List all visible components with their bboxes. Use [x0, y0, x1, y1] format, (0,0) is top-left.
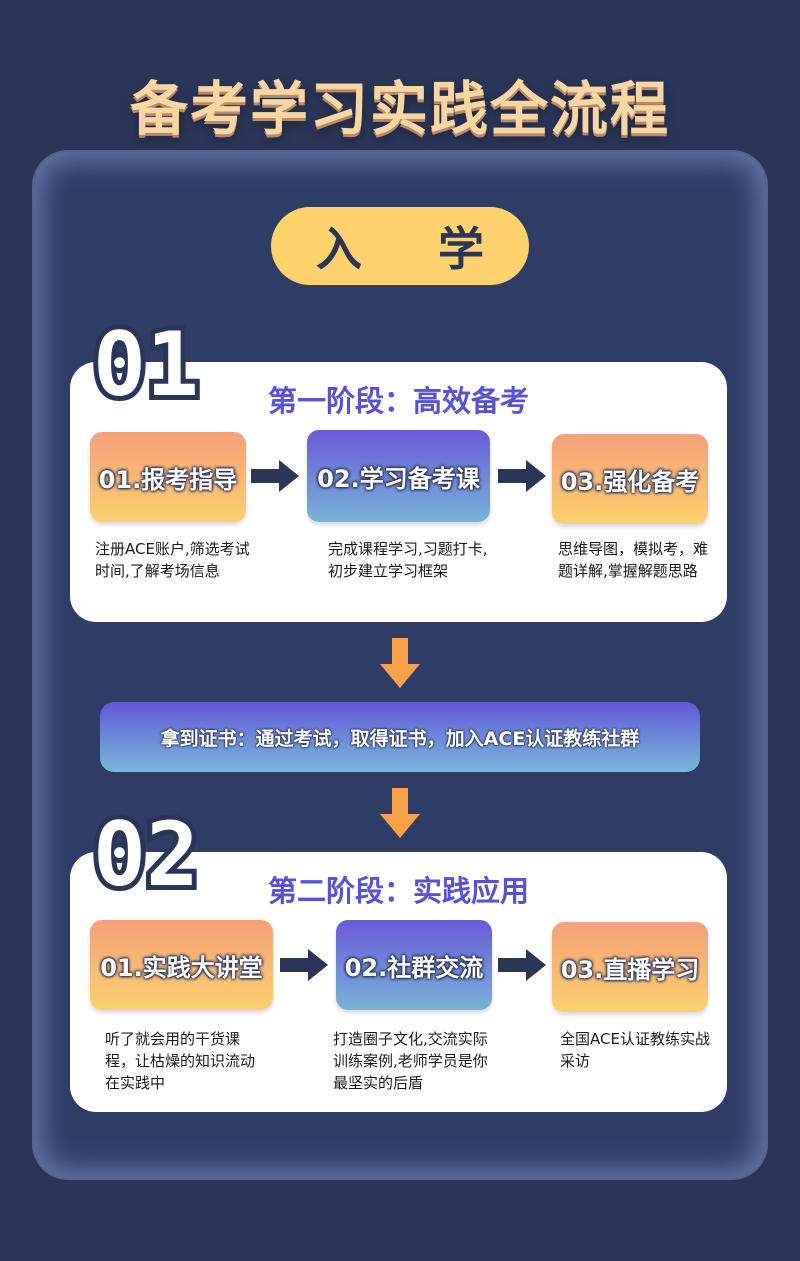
- right-arrow-icon: [498, 949, 546, 981]
- stage-1-step-2-desc: 完成课程学习,习题打卡,初步建立学习框架: [328, 540, 488, 580]
- stage-1-step-2: 02.学习备考课: [307, 430, 490, 522]
- down-arrow-icon: [380, 638, 420, 688]
- stage-2-step-3-desc: 全国ACE认证教练实战采访: [560, 1030, 710, 1070]
- stage-1-step-1-desc: 注册ACE账户,筛选考试时间,了解考场信息: [95, 540, 250, 580]
- stage-2-step-2-desc: 打造圈子文化,交流实际训练案例,老师学员是你最坚实的后盾: [333, 1030, 488, 1092]
- stage-2-number: 02: [88, 803, 204, 906]
- stage-2-step-1-desc: 听了就会用的干货课程，让枯燥的知识流动在实践中: [105, 1030, 256, 1092]
- certificate-banner: 拿到证书：通过考试，取得证书，加入ACE认证教练社群: [100, 702, 700, 772]
- right-arrow-icon: [280, 949, 328, 981]
- stage-1-step-3-desc: 思维导图，模拟考，难题详解,掌握解题思路: [558, 540, 709, 580]
- stage-1-title: 第一阶段：高效备考: [267, 384, 529, 418]
- stage-2-card: 第二阶段：实践应用 01.实践大讲堂 02.社群交流 03.直播学习 听了就会用…: [70, 852, 727, 1112]
- down-arrow-icon: [380, 788, 420, 838]
- stage-2-title: 第二阶段：实践应用: [267, 874, 529, 908]
- stage-1-step-1: 01.报考指导: [90, 432, 246, 522]
- stage-1-number: 01: [88, 313, 204, 416]
- stage-1-step-3: 03.强化备考: [552, 434, 708, 524]
- stage-2-step-2: 02.社群交流: [336, 920, 492, 1010]
- right-arrow-icon: [498, 460, 546, 492]
- stage-2-step-1: 01.实践大讲堂: [90, 920, 273, 1010]
- stage-1-card: 第一阶段：高效备考 01.报考指导 02.学习备考课 03.强化备考 注册ACE…: [70, 362, 727, 622]
- stage-2-step-3: 03.直播学习: [552, 922, 708, 1012]
- right-arrow-icon: [251, 460, 299, 492]
- page-title: 备考学习实践全流程: [129, 75, 670, 143]
- enrollment-pill: 入 学: [271, 207, 529, 285]
